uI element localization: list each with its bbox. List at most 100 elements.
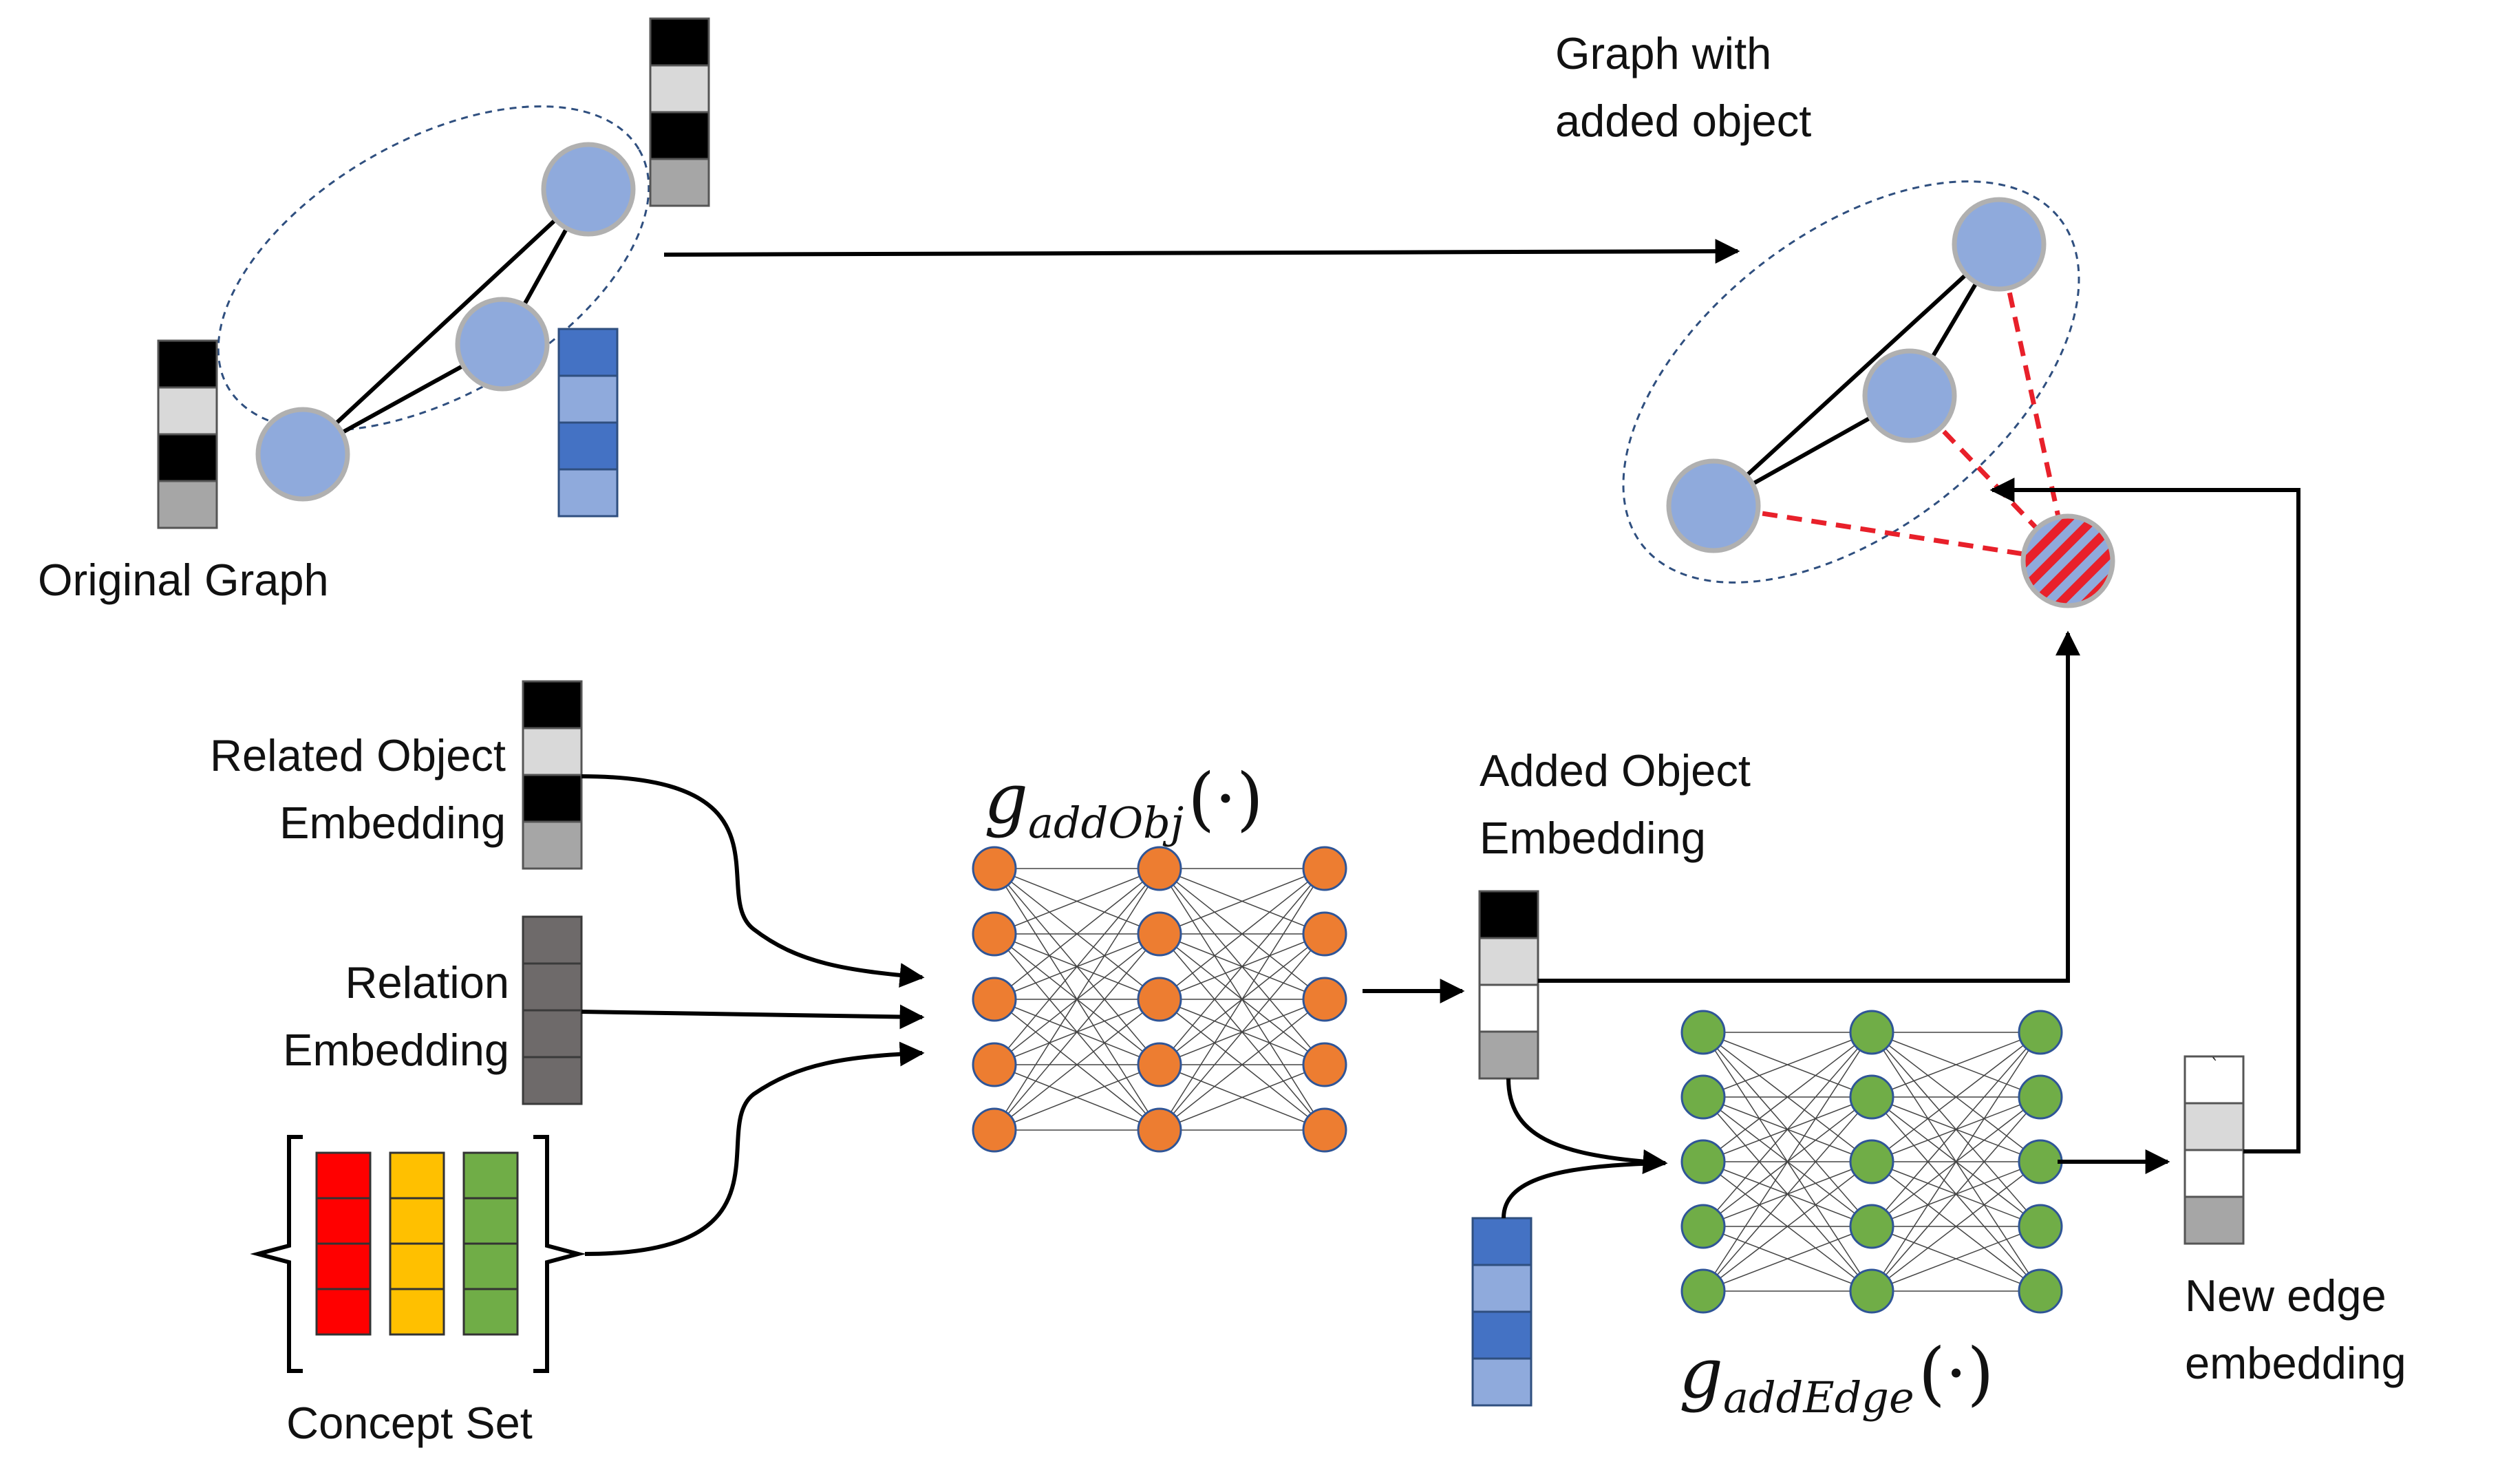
network-connection <box>1159 868 1325 1000</box>
network-connection <box>994 868 1160 935</box>
original-graph: Original Graph <box>38 17 710 605</box>
neuron <box>2018 1139 2063 1184</box>
added-object-embedding: Added Object Embedding <box>1478 745 1751 1080</box>
add-obj-network <box>972 846 1347 1153</box>
add-edge-symbol: g <box>1679 1333 1723 1414</box>
neuron <box>1137 1042 1182 1087</box>
graph-node <box>541 142 636 237</box>
neuron <box>1849 1074 1894 1120</box>
arrow-edge-input-to-add-edge <box>1502 1161 1666 1219</box>
arrow-added-object-to-add-edge <box>1506 1078 1668 1174</box>
add-obj-subscript: addObj <box>1028 798 1184 848</box>
neuron <box>1849 1139 1894 1184</box>
neuron <box>2018 1204 2063 1249</box>
neuron <box>1849 1268 1894 1314</box>
arrow-added-object-to-node <box>1538 630 2080 983</box>
concept-vector-red <box>315 1151 372 1336</box>
neuron <box>2018 1268 2063 1314</box>
neuron <box>2018 1074 2063 1120</box>
network-connection <box>1159 868 1325 935</box>
neuron <box>1680 1204 1726 1249</box>
neuron <box>1137 911 1182 957</box>
added-object-label-line1: Added Object <box>1480 745 1751 796</box>
network-connection <box>1159 999 1325 1131</box>
concept-set-label: Concept Set <box>286 1398 533 1448</box>
neuron <box>1302 1107 1347 1153</box>
neuron <box>972 977 1017 1022</box>
neuron <box>972 911 1017 957</box>
updated-graph: Graph with added object <box>1555 28 2115 608</box>
neuron <box>972 1107 1017 1153</box>
graph-edge <box>1711 242 2001 508</box>
network-connection <box>1871 1226 2041 1292</box>
graph-node <box>1862 348 1957 443</box>
graph-update-arrow <box>663 239 1740 264</box>
add-edge-arg: (·) <box>1919 1333 1994 1414</box>
new-edge <box>1713 503 2069 564</box>
neuron <box>1680 1139 1726 1184</box>
arrow-relation <box>581 1004 925 1030</box>
neuron <box>1302 977 1347 1022</box>
concept-vector-yellow <box>389 1151 445 1336</box>
relation-label-line1: Relation <box>345 957 509 1008</box>
network-connection <box>994 933 1160 1131</box>
added-object-label-line2: Embedding <box>1480 813 1706 863</box>
neuron <box>1680 1010 1726 1055</box>
graph-edge <box>301 187 590 456</box>
network-connection <box>1702 1032 1872 1098</box>
network-connection <box>994 868 1160 1065</box>
concept-set-input: Concept Set <box>250 1135 586 1448</box>
neuron <box>1302 846 1347 891</box>
network-connection <box>1871 1032 2041 1292</box>
related-object-input: Related Object Embedding <box>210 680 583 870</box>
concept-vector-green <box>462 1151 519 1336</box>
network-connection <box>1702 1032 1872 1292</box>
arrow-concept-set <box>584 1041 925 1256</box>
network-connection <box>994 1064 1160 1131</box>
neuron <box>1137 977 1182 1022</box>
neuron <box>1680 1268 1726 1314</box>
arrow-new-edge-to-graph <box>1989 478 2300 1153</box>
new-edge-label-line2: embedding <box>2185 1338 2406 1388</box>
neuron <box>1849 1010 1894 1055</box>
graph-node <box>1952 197 2047 292</box>
neuron <box>2018 1010 2063 1055</box>
graph-node <box>255 407 350 502</box>
network-connection <box>994 868 1160 1131</box>
edge-embedding-vector <box>557 328 619 518</box>
network-connection <box>1871 1161 2041 1292</box>
related-object-label-line2: Embedding <box>279 798 506 848</box>
network-connection <box>994 999 1160 1131</box>
network-connection <box>1702 1161 1872 1292</box>
original-graph-boundary <box>217 105 650 432</box>
network-connection <box>1871 1032 2041 1227</box>
new-object-node-icon <box>2020 513 2115 608</box>
node-embedding-vector <box>157 339 218 529</box>
related-object-label-line1: Related Object <box>210 730 506 780</box>
network-connection <box>1871 1032 2041 1098</box>
network-connection <box>1702 1096 1872 1292</box>
network-connection <box>994 868 1160 1000</box>
network-connection <box>1159 1064 1325 1131</box>
new-edge-label-line1: New edge <box>2185 1270 2386 1321</box>
neuron <box>972 1042 1017 1087</box>
edge-embedding-input <box>1471 1217 1533 1407</box>
add-obj-arg: (·) <box>1188 758 1263 839</box>
relation-label-line2: Embedding <box>283 1025 509 1075</box>
relation-input: Relation Embedding <box>283 915 583 1105</box>
new-edge-embedding: ` New edge embedding <box>2183 1055 2406 1388</box>
network-connection <box>1702 1032 1872 1162</box>
network-connection <box>1871 1096 2041 1292</box>
add-obj-function-label: gaddObj(·) <box>984 758 1263 848</box>
new-edge-vector-mark: ` <box>2211 1056 2219 1075</box>
network-connection <box>1159 868 1325 1065</box>
left-brace <box>250 1135 303 1373</box>
graph-node <box>1666 458 1761 553</box>
neuron <box>972 846 1017 891</box>
network-connection <box>1871 1032 2041 1162</box>
neuron <box>1680 1074 1726 1120</box>
neuron <box>1137 846 1182 891</box>
add-edge-function-label: gaddEdge(·) <box>1679 1333 1994 1423</box>
node-embedding-vector <box>649 17 710 207</box>
